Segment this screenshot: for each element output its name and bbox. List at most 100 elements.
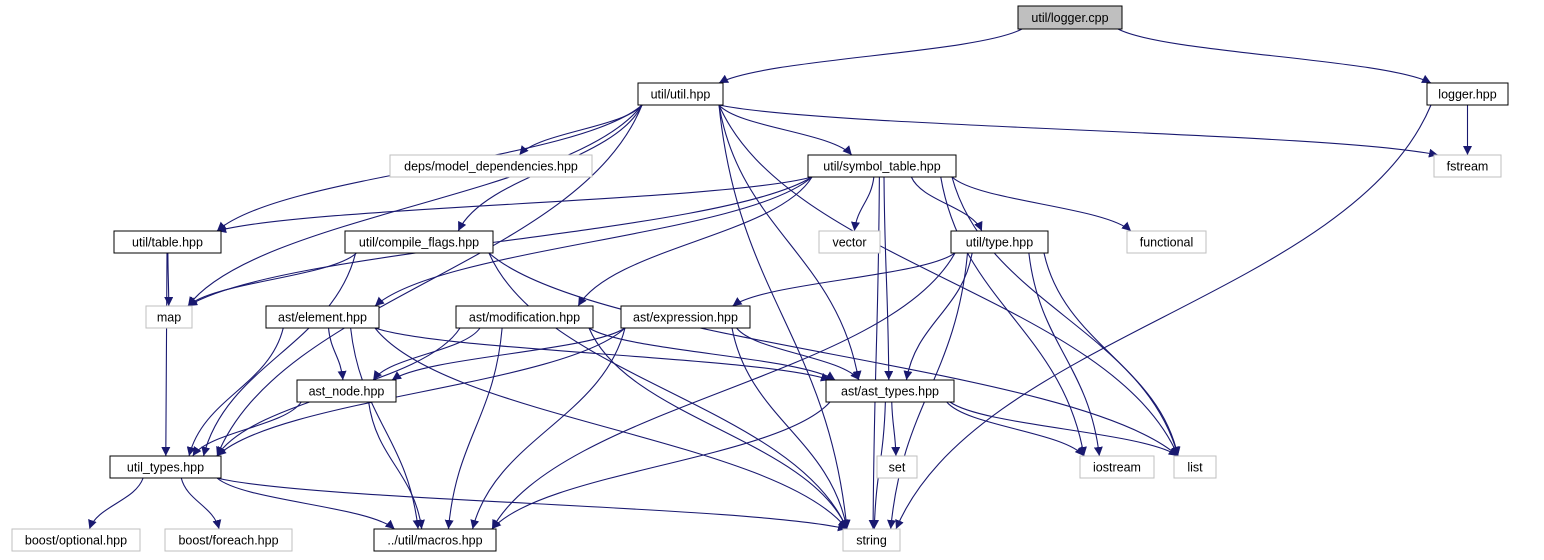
- node-box: [807, 154, 957, 178]
- node-box: [1017, 5, 1123, 30]
- edge-ast_types-to-macros: [491, 401, 831, 530]
- edge-util_types-to-macros: [216, 477, 395, 530]
- edge-table-to-util_types: [161, 252, 171, 457]
- edge-util_hpp-to-deps: [518, 104, 643, 156]
- node-label: util/util.hpp: [651, 88, 711, 102]
- node-modification[interactable]: ast/modification.hpp: [455, 305, 594, 329]
- node-label: iostream: [1093, 461, 1141, 475]
- node-label: list: [1187, 461, 1203, 475]
- node-macros[interactable]: ../util/macros.hpp: [373, 528, 497, 552]
- edge-type-to-macros: [491, 252, 956, 530]
- node-label: ast/modification.hpp: [469, 311, 580, 325]
- edge-expression-to-ast_types: [736, 327, 860, 381]
- node-box: [620, 305, 751, 329]
- edge-symtab-to-iostream: [940, 176, 1087, 457]
- node-element[interactable]: ast/element.hpp: [265, 305, 380, 329]
- edge-logger_cpp-to-util_hpp: [718, 28, 1023, 84]
- edge-table-to-map: [164, 252, 174, 307]
- edge-logger_cpp-to-logger_hpp: [1117, 28, 1432, 84]
- node-logger-hpp[interactable]: logger.hpp: [1426, 82, 1509, 106]
- node-table[interactable]: util/table.hpp: [113, 230, 222, 254]
- edge-util_hpp-to-util_types: [216, 104, 643, 457]
- node-box: [113, 230, 222, 254]
- edge-element-to-util_types: [186, 327, 284, 457]
- node-util-types[interactable]: util_types.hpp: [109, 455, 222, 479]
- node-box: [344, 230, 494, 254]
- node-box: [876, 455, 918, 479]
- node-label: boost/optional.hpp: [25, 534, 127, 548]
- edges-layer: [88, 28, 1472, 532]
- node-util-hpp[interactable]: util/util.hpp: [637, 82, 724, 106]
- node-vector: vector: [818, 230, 881, 254]
- edge-symtab-to-functional: [951, 176, 1132, 232]
- edge-util_types-to-boost_optional: [88, 477, 144, 530]
- node-symtab[interactable]: util/symbol_table.hpp: [807, 154, 957, 178]
- edge-expression-to-util_types: [216, 327, 626, 457]
- edge-expression-to-string: [731, 327, 850, 530]
- node-ast-node[interactable]: ast_node.hpp: [296, 379, 397, 403]
- node-box: [1433, 154, 1502, 178]
- node-box: [1126, 230, 1207, 254]
- edge-type-to-ast_types: [903, 252, 973, 381]
- node-box: [1079, 455, 1155, 479]
- edge-util_hpp-to-string: [718, 104, 851, 530]
- node-label: ast_node.hpp: [309, 385, 385, 399]
- node-box: [825, 379, 955, 403]
- edge-symtab-to-ast_types: [883, 176, 894, 381]
- node-box: [145, 305, 193, 329]
- edge-element-to-macros: [350, 327, 422, 530]
- node-box: [296, 379, 397, 403]
- node-functional: functional: [1126, 230, 1207, 254]
- edge-symtab-to-list: [951, 176, 1180, 457]
- edge-element-to-string: [374, 327, 848, 530]
- edge-type-to-expression: [732, 252, 956, 307]
- node-box: [389, 154, 593, 178]
- edge-symtab-to-table: [216, 176, 813, 233]
- node-box: [265, 305, 380, 329]
- edge-compile_flags-to-map: [187, 252, 357, 307]
- node-label: util/type.hpp: [966, 236, 1033, 250]
- edge-ast_types-to-set: [891, 401, 901, 457]
- node-label: util_types.hpp: [127, 461, 204, 475]
- node-label: ast/element.hpp: [278, 311, 367, 325]
- edge-modification-to-ast_types: [588, 327, 836, 381]
- edge-element-to-ast_node: [327, 327, 347, 381]
- edge-util_hpp-to-ast_types: [718, 104, 862, 381]
- node-box: [1173, 455, 1217, 479]
- node-deps: deps/model_dependencies.hpp: [389, 154, 593, 178]
- node-label: util/table.hpp: [132, 236, 203, 250]
- node-logger-cpp[interactable]: util/logger.cpp: [1017, 5, 1123, 30]
- node-boost-optional: boost/optional.hpp: [11, 528, 141, 552]
- edge-logger_hpp-to-string: [895, 104, 1432, 530]
- node-label: fstream: [1447, 160, 1489, 174]
- edge-util_hpp-to-list: [718, 104, 1179, 457]
- node-boost-foreach: boost/foreach.hpp: [164, 528, 293, 552]
- edge-compile_flags-to-list: [488, 252, 1179, 457]
- edge-type-to-iostream: [1028, 252, 1103, 457]
- node-expression[interactable]: ast/expression.hpp: [620, 305, 751, 329]
- node-type[interactable]: util/type.hpp: [950, 230, 1049, 254]
- edge-ast_types-to-list: [949, 401, 1179, 457]
- edge-ast_node-to-macros: [368, 401, 425, 530]
- edge-util_types-to-string: [216, 477, 848, 532]
- node-ast-types[interactable]: ast/ast_types.hpp: [825, 379, 955, 403]
- node-box: [455, 305, 594, 329]
- node-fstream: fstream: [1433, 154, 1502, 178]
- node-label: functional: [1140, 236, 1194, 250]
- node-box: [11, 528, 141, 552]
- edge-util_hpp-to-fstream: [718, 104, 1439, 158]
- edge-util_types-to-boost_foreach: [180, 477, 222, 530]
- node-label: util/compile_flags.hpp: [359, 236, 479, 250]
- edge-expression-to-ast_node: [391, 327, 626, 381]
- edge-util_hpp-to-symtab: [718, 104, 853, 156]
- node-string: string: [842, 528, 901, 552]
- node-label: deps/model_dependencies.hpp: [404, 160, 578, 174]
- nodes-layer: util/logger.cpp util/util.hpp logger.hpp de…: [11, 5, 1509, 552]
- edge-symtab-to-element: [374, 176, 813, 307]
- edge-util_hpp-to-map: [187, 104, 643, 307]
- node-label: ../util/macros.hpp: [387, 534, 482, 548]
- node-box: [818, 230, 881, 254]
- node-compile-flags[interactable]: util/compile_flags.hpp: [344, 230, 494, 254]
- node-label: ast/ast_types.hpp: [841, 385, 939, 399]
